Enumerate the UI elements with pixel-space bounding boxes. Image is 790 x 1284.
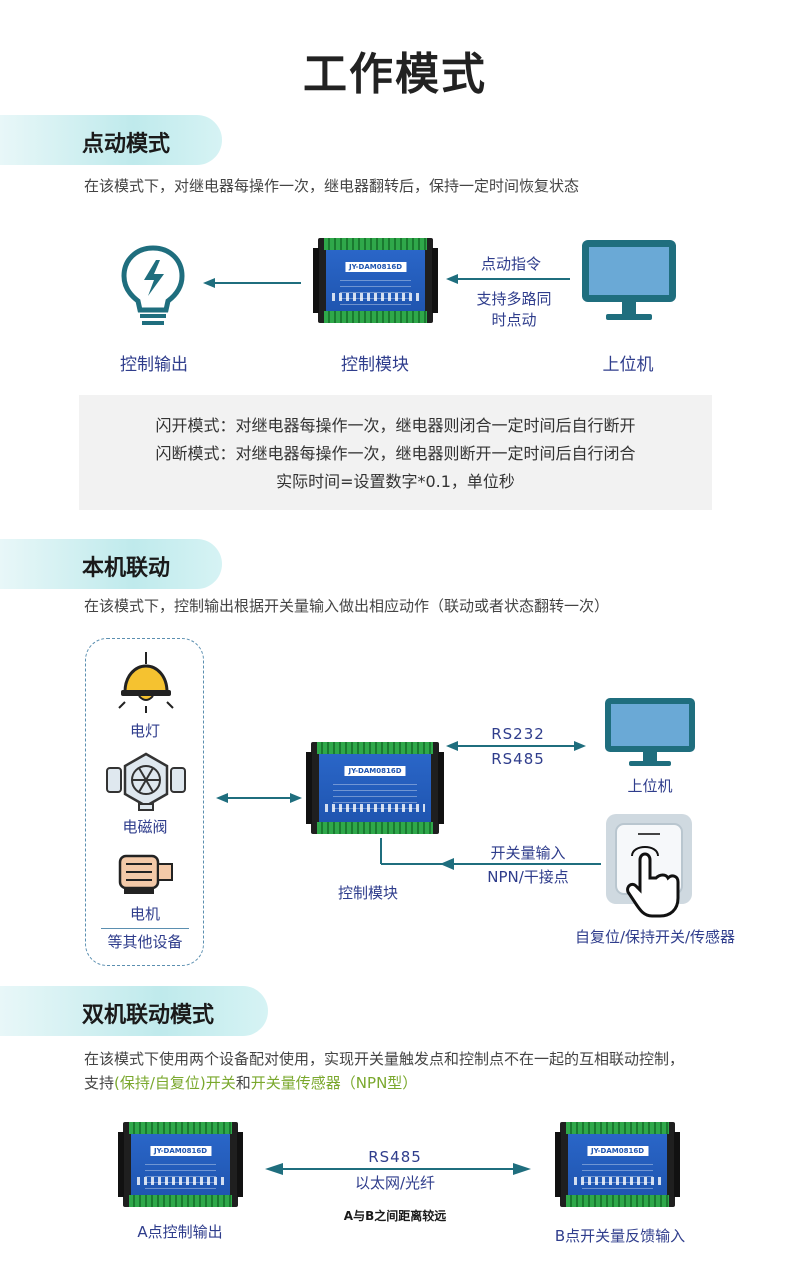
jog-multi-label-2: 时点动 [491,311,537,329]
label-control-module: 控制模块 [341,355,409,375]
device-label-others: 等其他设备 [107,933,183,951]
valve-icon [105,750,187,812]
dual-comm-ethernet: 以太网/光纤 [354,1174,436,1192]
label-switch-sensor: 自复位/保持开关/传感器 [574,928,736,946]
switch-input-label: 开关量输入 [490,844,566,862]
label-point-a: A点控制输出 [137,1223,223,1241]
arrow-module-host [446,739,586,753]
highlight-npn-sensor: 开关量传感器（NPN型） [250,1074,418,1092]
arrow-host-to-module [446,272,570,286]
hand-press-icon [604,812,696,920]
arrow-head-input [440,858,454,870]
arrow-switch-to-module [379,838,601,868]
label-host-pc: 上位机 [602,355,654,375]
monitor-icon [603,696,697,768]
flash-mode-notes: 闪开模式：对继电器每操作一次，继电器则闭合一定时间后自行断开 闪断模式：对继电器… [79,395,712,510]
arrow-a-b [265,1161,531,1177]
label-local-module: 控制模块 [337,884,398,902]
device-label-valve: 电磁阀 [122,818,168,836]
dual-comm-rs485: RS485 [368,1148,422,1166]
output-devices-group [85,638,204,966]
distance-note: A与B之间距离较远 [343,1209,447,1223]
lamp-icon [117,652,175,714]
section-title-local: 本机联动 [82,556,171,581]
motor-icon [116,850,176,898]
lightbulb-icon [118,244,188,328]
arrow-devices-module [216,791,302,805]
label-local-host: 上位机 [627,777,673,795]
section-header-jog: 点动模式 [0,115,222,165]
local-description: 在该模式下，控制输出根据开关量输入做出相应动作（联动或者状态翻转一次） [84,597,610,615]
control-module-device: JY-DAM0816D [118,1122,243,1207]
label-point-b: B点开关量反馈输入 [554,1227,686,1245]
control-module-device: JY-DAM0816D [313,238,438,323]
section-header-dual: 双机联动模式 [0,986,268,1036]
module-model-label: JY-DAM0816D [344,766,406,776]
jog-multi-label-1: 支持多路同 [476,290,552,308]
device-label-motor: 电机 [129,905,160,923]
control-module-device: JY-DAM0816D [306,742,444,834]
module-model-label: JY-DAM0816D [149,1146,212,1156]
section-header-local: 本机联动 [0,539,222,589]
label-control-output: 控制输出 [120,355,188,375]
note-actual-time: 实际时间=设置数字*0.1，单位秒 [276,472,515,491]
jog-command-label: 点动指令 [480,255,541,273]
module-model-label: JY-DAM0816D [586,1146,649,1156]
comm-rs485: RS485 [491,750,545,768]
section-title-dual: 双机联动模式 [82,1003,215,1028]
dual-description-1: 在该模式下使用两个设备配对使用，实现开关量触发点和控制点不在一起的互相联动控制， [84,1050,685,1068]
arrow-module-to-output [203,276,303,290]
device-label-lamp: 电灯 [129,722,160,740]
control-module-device: JY-DAM0816D [555,1122,680,1207]
comm-rs232: RS232 [491,725,545,743]
module-model-label: JY-DAM0816D [344,262,407,272]
highlight-switch-types: (保持/自复位)开关 [114,1074,236,1092]
device-divider [101,928,189,929]
monitor-icon [580,238,678,322]
note-flash-open: 闪开模式：对继电器每操作一次，继电器则闭合一定时间后自行断开 [155,416,636,435]
npn-dry-contact-label: NPN/干接点 [487,868,569,886]
page-title: 工作模式 [303,49,487,100]
jog-description: 在该模式下，对继电器每操作一次，继电器翻转后，保持一定时间恢复状态 [84,177,580,195]
dual-description-2: 支持(保持/自复位)开关和开关量传感器（NPN型） [84,1074,418,1092]
section-title-jog: 点动模式 [82,132,171,157]
note-flash-close: 闪断模式：对继电器每操作一次，继电器则断开一定时间后自行闭合 [155,444,636,463]
